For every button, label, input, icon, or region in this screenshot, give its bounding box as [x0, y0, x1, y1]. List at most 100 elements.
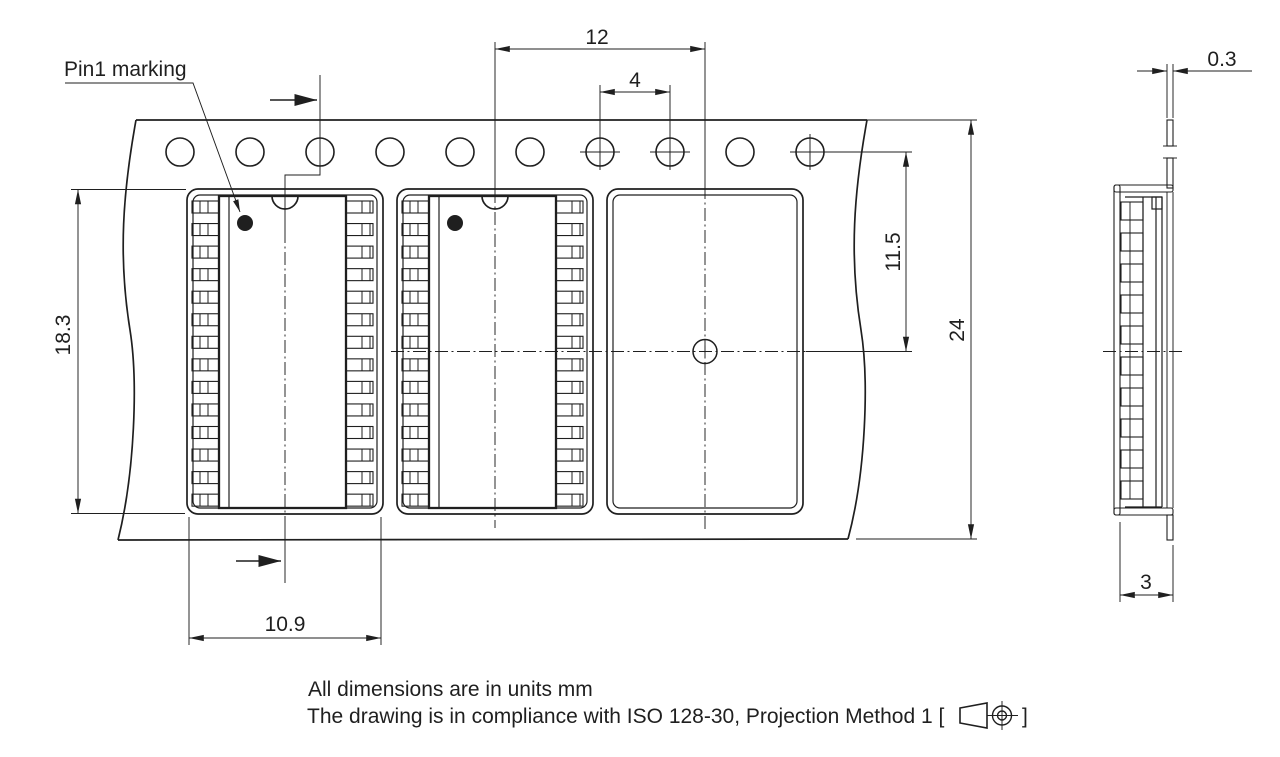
package-pin	[191, 380, 220, 394]
package-pin	[345, 403, 374, 417]
package-pin	[345, 245, 374, 259]
sprocket-hole	[515, 137, 545, 167]
package-pin	[555, 358, 584, 372]
dimension-pocket-length: 18.3	[52, 189, 186, 514]
package-pin	[555, 245, 584, 259]
package-pin	[555, 223, 584, 237]
package-pin	[401, 448, 430, 462]
note-units: All dimensions are in units mm	[308, 678, 593, 701]
package-pin	[401, 493, 430, 507]
carrier-tape-outline	[117, 119, 977, 541]
package-pin	[555, 290, 584, 304]
drawing-notes: All dimensions are in units mm The drawi…	[307, 678, 1028, 730]
ic-package	[427, 194, 558, 510]
package-pin	[191, 290, 220, 304]
dimension-pocket-width: 10.9	[188, 517, 382, 645]
sprocket-holes-row	[165, 134, 830, 170]
package-pin	[401, 268, 430, 282]
tape-break-edge-left	[117, 119, 137, 541]
package-pin-section	[1120, 449, 1144, 469]
package-pin-section	[1120, 201, 1144, 221]
package-pin	[191, 268, 220, 282]
package-pin	[555, 493, 584, 507]
package-pin	[401, 335, 430, 349]
package-pin	[555, 313, 584, 327]
ic-package-section	[1120, 196, 1163, 508]
package-pin	[191, 200, 220, 214]
note-iso-compliance-close-bracket: ]	[1022, 705, 1028, 728]
ic-packages	[191, 194, 584, 510]
pin1-marking-label: Pin1 marking	[64, 58, 187, 81]
package-pin	[191, 245, 220, 259]
package-pin	[401, 290, 430, 304]
package-pin	[191, 223, 220, 237]
package-pin	[401, 425, 430, 440]
package-pin	[191, 313, 220, 327]
sprocket-hole	[165, 137, 195, 167]
package-pin	[191, 425, 220, 440]
package-pin-section	[1120, 356, 1144, 376]
section-indicators	[236, 75, 321, 583]
package-pin	[345, 425, 374, 440]
package-pin	[401, 313, 430, 327]
package-pin	[345, 380, 374, 394]
dimension-hole-to-pocket-center: 11.5	[793, 151, 912, 352]
package-pin	[191, 448, 220, 462]
package-pin	[345, 471, 374, 485]
package-pin	[555, 448, 584, 462]
package-pin	[345, 313, 374, 327]
pin1-index-notch	[481, 195, 509, 210]
package-pin	[191, 403, 220, 417]
dim-label-pocket-pitch: 12	[585, 26, 608, 49]
package-pin-section	[1120, 387, 1144, 407]
package-pin	[191, 471, 220, 485]
tape-break-edge-right	[847, 119, 868, 540]
pin1-dot	[237, 215, 253, 231]
package-pin	[555, 425, 584, 440]
package-pin	[191, 493, 220, 507]
package-pin	[555, 403, 584, 417]
dimension-sprocket-hole-pitch: 4	[599, 69, 671, 170]
package-pin	[345, 448, 374, 462]
dim-label-sprocket-hole-pitch: 4	[629, 69, 641, 92]
package-pin	[401, 471, 430, 485]
dim-label-tape-width: 24	[946, 318, 969, 342]
package-pin	[555, 268, 584, 282]
tape-cross-section	[1113, 119, 1177, 541]
dimension-pocket-pitch: 12	[494, 26, 706, 53]
package-pin	[345, 358, 374, 372]
package-pin	[345, 335, 374, 349]
package-pin	[555, 471, 584, 485]
package-pin	[401, 223, 430, 237]
package-pin	[555, 335, 584, 349]
package-pin	[401, 200, 430, 214]
package-pin	[401, 358, 430, 372]
package-pin-section	[1120, 325, 1144, 345]
package-pin	[555, 200, 584, 214]
pin1-dot	[447, 215, 463, 231]
ic-package	[217, 194, 348, 510]
tape-side-section-view: 0.3 3	[1103, 48, 1252, 602]
dimension-tape-thickness: 0.3	[1137, 48, 1252, 118]
tape-front-view: Pin1 marking 12 4 18.3 10.9	[52, 26, 977, 645]
package-pin	[345, 200, 374, 214]
first-angle-projection-icon	[959, 701, 1018, 730]
dim-label-pocket-depth: 3	[1140, 571, 1152, 594]
note-iso-compliance: The drawing is in compliance with ISO 12…	[307, 705, 944, 728]
package-pins-section	[1120, 201, 1144, 500]
centerlines	[284, 42, 912, 530]
package-pin-section	[1120, 232, 1144, 252]
dim-label-tape-thickness: 0.3	[1207, 48, 1236, 71]
sprocket-hole	[725, 137, 755, 167]
package-pin	[345, 223, 374, 237]
package-pin	[401, 245, 430, 259]
leader-line	[65, 82, 241, 213]
package-pin	[345, 268, 374, 282]
package-pin-section	[1120, 294, 1144, 314]
section-line-top	[284, 75, 321, 230]
pin1-marking-callout: Pin1 marking	[64, 58, 241, 213]
ic-package-pins	[191, 200, 584, 507]
package-pin	[555, 380, 584, 394]
dimension-tape-width: 24	[946, 119, 975, 540]
